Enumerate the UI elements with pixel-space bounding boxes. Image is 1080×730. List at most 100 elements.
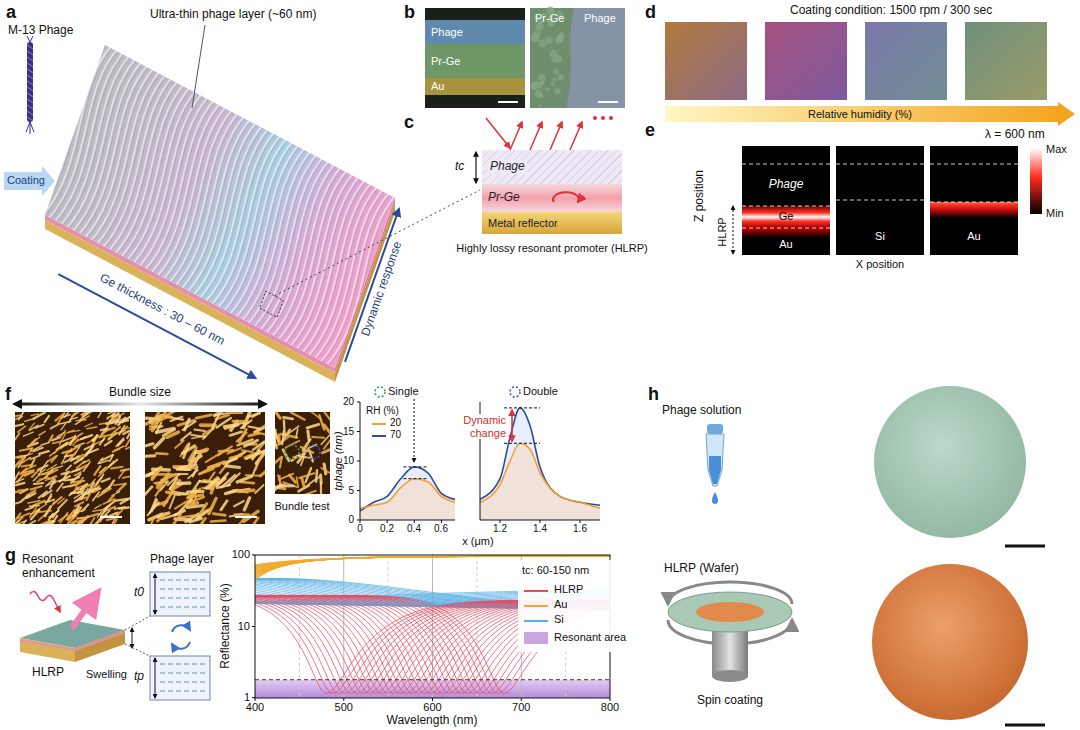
layer-label: Ge [779, 210, 794, 223]
panel-letter: e [645, 120, 655, 141]
dimension-label: tc [455, 160, 464, 174]
arrow-head [258, 399, 268, 409]
pointer-arrow [414, 399, 415, 462]
tick-label: 0.4 [407, 523, 421, 535]
peak-line [504, 443, 540, 444]
swirl-arrow [553, 192, 579, 202]
phage-strand [160, 598, 206, 599]
humidity-arrow [665, 102, 1075, 126]
tick-mark [252, 555, 255, 556]
legend-text: 70 [390, 429, 401, 441]
sem-grain [551, 82, 555, 86]
axis-label: x (μm) [462, 535, 493, 548]
sem-grain [552, 58, 557, 63]
layer-name: Metal reflector [488, 217, 558, 230]
sem-grain [538, 74, 545, 81]
thickness-arrow [58, 274, 255, 378]
tick-label: 15 [343, 426, 354, 438]
grid-line [299, 555, 300, 698]
tick-mark [252, 626, 255, 627]
profile-curve [360, 467, 455, 511]
tick-mark [357, 520, 360, 521]
panel-letter: d [645, 2, 656, 23]
phage-layer-box [150, 656, 210, 700]
layer-boundary [742, 164, 830, 165]
colorbar-label: Max [1046, 143, 1067, 156]
legend-text: 20 [390, 417, 401, 429]
tick-mark [432, 698, 433, 701]
field-hotspot [742, 206, 830, 228]
reflected-ray [530, 122, 542, 150]
peak-line [403, 478, 427, 479]
sem-grain [531, 81, 540, 90]
phage-helix [27, 93, 33, 97]
panel-letter: a [6, 2, 16, 23]
tick-mark [357, 490, 360, 491]
panel-letter: f [5, 384, 11, 405]
wafer-photo [872, 564, 1028, 720]
tick-label: 400 [246, 701, 264, 714]
sem-grain [558, 74, 564, 80]
axis-label: Wavelength (nm) [387, 714, 478, 728]
axis-label: Reflectance (%) [219, 583, 233, 668]
phage-helix [27, 111, 33, 115]
tick-label: 500 [335, 701, 353, 714]
axis-label: Relative humidity (%) [808, 108, 912, 121]
swelling-arrow [132, 628, 133, 648]
scale-bar [1005, 545, 1045, 548]
layer-boundary [742, 228, 830, 229]
phage-helix [27, 51, 33, 55]
legend-text: HLRP [554, 583, 583, 596]
tick-label: 1.6 [573, 523, 587, 535]
axis-label: Bundle size [109, 386, 171, 400]
phage-strand [160, 691, 206, 692]
annotation: Dynamic change [452, 414, 508, 439]
profile-fill [360, 467, 455, 520]
phage-helix [27, 57, 33, 61]
phage-layer: Phage [482, 150, 622, 184]
coating-arrow [4, 166, 55, 196]
layer-boundary [742, 206, 830, 207]
annotation: Resonant enhancement [22, 553, 106, 581]
panel-letter: h [648, 384, 659, 405]
color-swatch-photo [765, 22, 847, 100]
legend-text: Si [554, 613, 564, 626]
profile-fill [360, 479, 455, 520]
double-marker [306, 445, 320, 459]
resonance-swirl [546, 186, 586, 210]
plot-title: Single [388, 385, 419, 398]
zoom-box [260, 291, 283, 317]
spin-platter [668, 592, 792, 632]
arrow-head [12, 399, 22, 409]
legend-line [524, 620, 548, 622]
single-marker [375, 387, 385, 397]
phage-helix [27, 105, 33, 109]
tick-label: 5 [348, 485, 354, 497]
phage-layer-box [150, 572, 210, 616]
spin-shaft-base [712, 670, 748, 682]
scale-bar [498, 101, 518, 103]
phage-strand [160, 682, 206, 683]
leader-line [192, 25, 205, 108]
phage-name: M-13 Phage [8, 24, 73, 38]
incident-wave [30, 591, 60, 612]
sem-grain [535, 90, 542, 97]
phage-layer-surface [45, 45, 395, 368]
sem-grain [552, 77, 557, 82]
legend-text: Au [554, 598, 567, 611]
enhancement-arrow [72, 592, 98, 628]
reflected-ray [570, 122, 582, 150]
response-arrow [345, 209, 399, 362]
double-marker [510, 387, 520, 397]
tick-mark [343, 698, 344, 701]
peak-line [403, 466, 427, 467]
axis-label: Z position [693, 170, 707, 222]
layer-band: Pr-Ge [425, 44, 525, 78]
pipette-body [706, 434, 724, 486]
illustration-label: Phage layer [150, 553, 214, 567]
tick-mark [255, 698, 256, 701]
layer-name: Pr-Ge [431, 55, 460, 68]
ge-layer: Pr-Ge [482, 184, 622, 212]
phage-tail [26, 122, 30, 132]
afm-texture [15, 412, 130, 524]
